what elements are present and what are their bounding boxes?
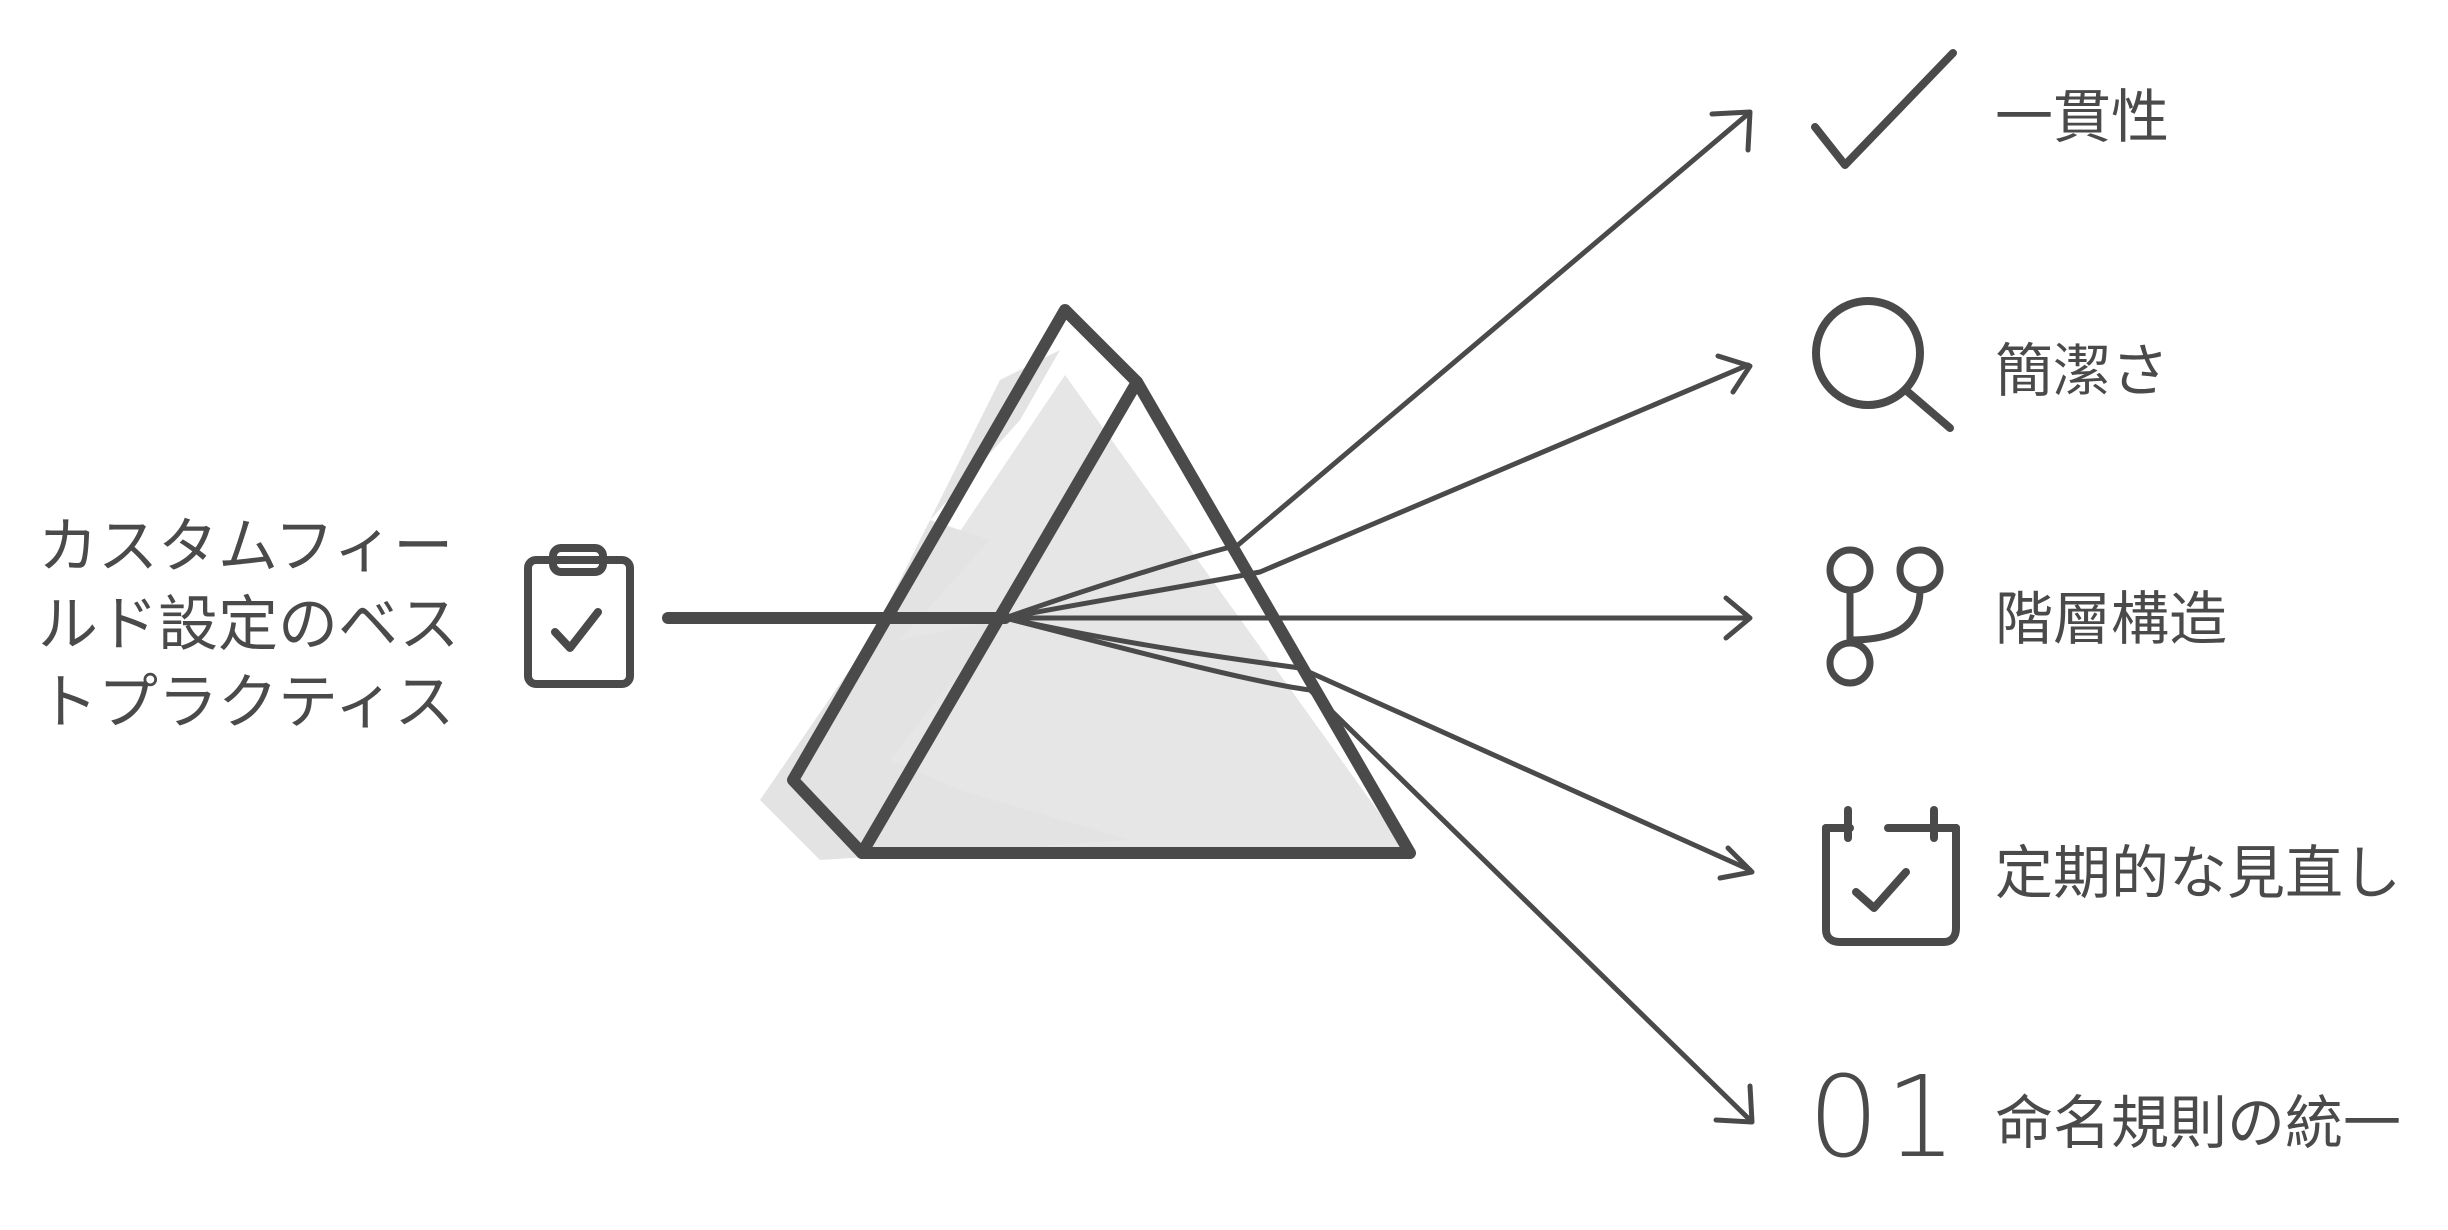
ray-naming [1002,615,1753,1123]
output-label-conciseness: 簡潔さ [1995,337,2170,405]
prism-shading [793,375,1408,853]
number-01-icon: 01 [1808,1053,1963,1183]
source-label-line-3: トプラクティス [38,668,455,738]
source-label-line-2: ルド設定のベス [38,590,460,660]
ray-review-arrow [1717,845,1755,881]
ray-consistency [1002,111,1751,621]
prism-outline [787,304,1416,859]
calendar-check-icon [1822,806,1960,946]
output-label-review: 定期的な見直し [1995,839,2402,907]
ray-conciseness-arrow [1715,353,1753,395]
magnifier-icon [1812,297,1954,432]
output-label-consistency: 一貫性 [1995,83,2170,151]
output-rays [1002,109,1755,1125]
source-label-line-1: カスタムフィー [38,512,454,582]
ray-hierarchy-arrow [1723,595,1753,641]
output-label-naming: 命名規則の統一 [1995,1089,2402,1157]
source-label: カスタムフィー ルド設定のベス トプラクティス [38,508,459,742]
branch-icon [1826,546,1944,687]
ray-naming-arrow [1713,1083,1755,1125]
clipboard-check-icon [524,544,634,688]
output-label-hierarchy: 階層構造 [1995,585,2228,653]
ray-conciseness [1002,362,1751,621]
ray-consistency-arrow [1709,109,1753,153]
prism-hatch [760,350,1130,860]
checkmark-icon [1811,49,1957,169]
